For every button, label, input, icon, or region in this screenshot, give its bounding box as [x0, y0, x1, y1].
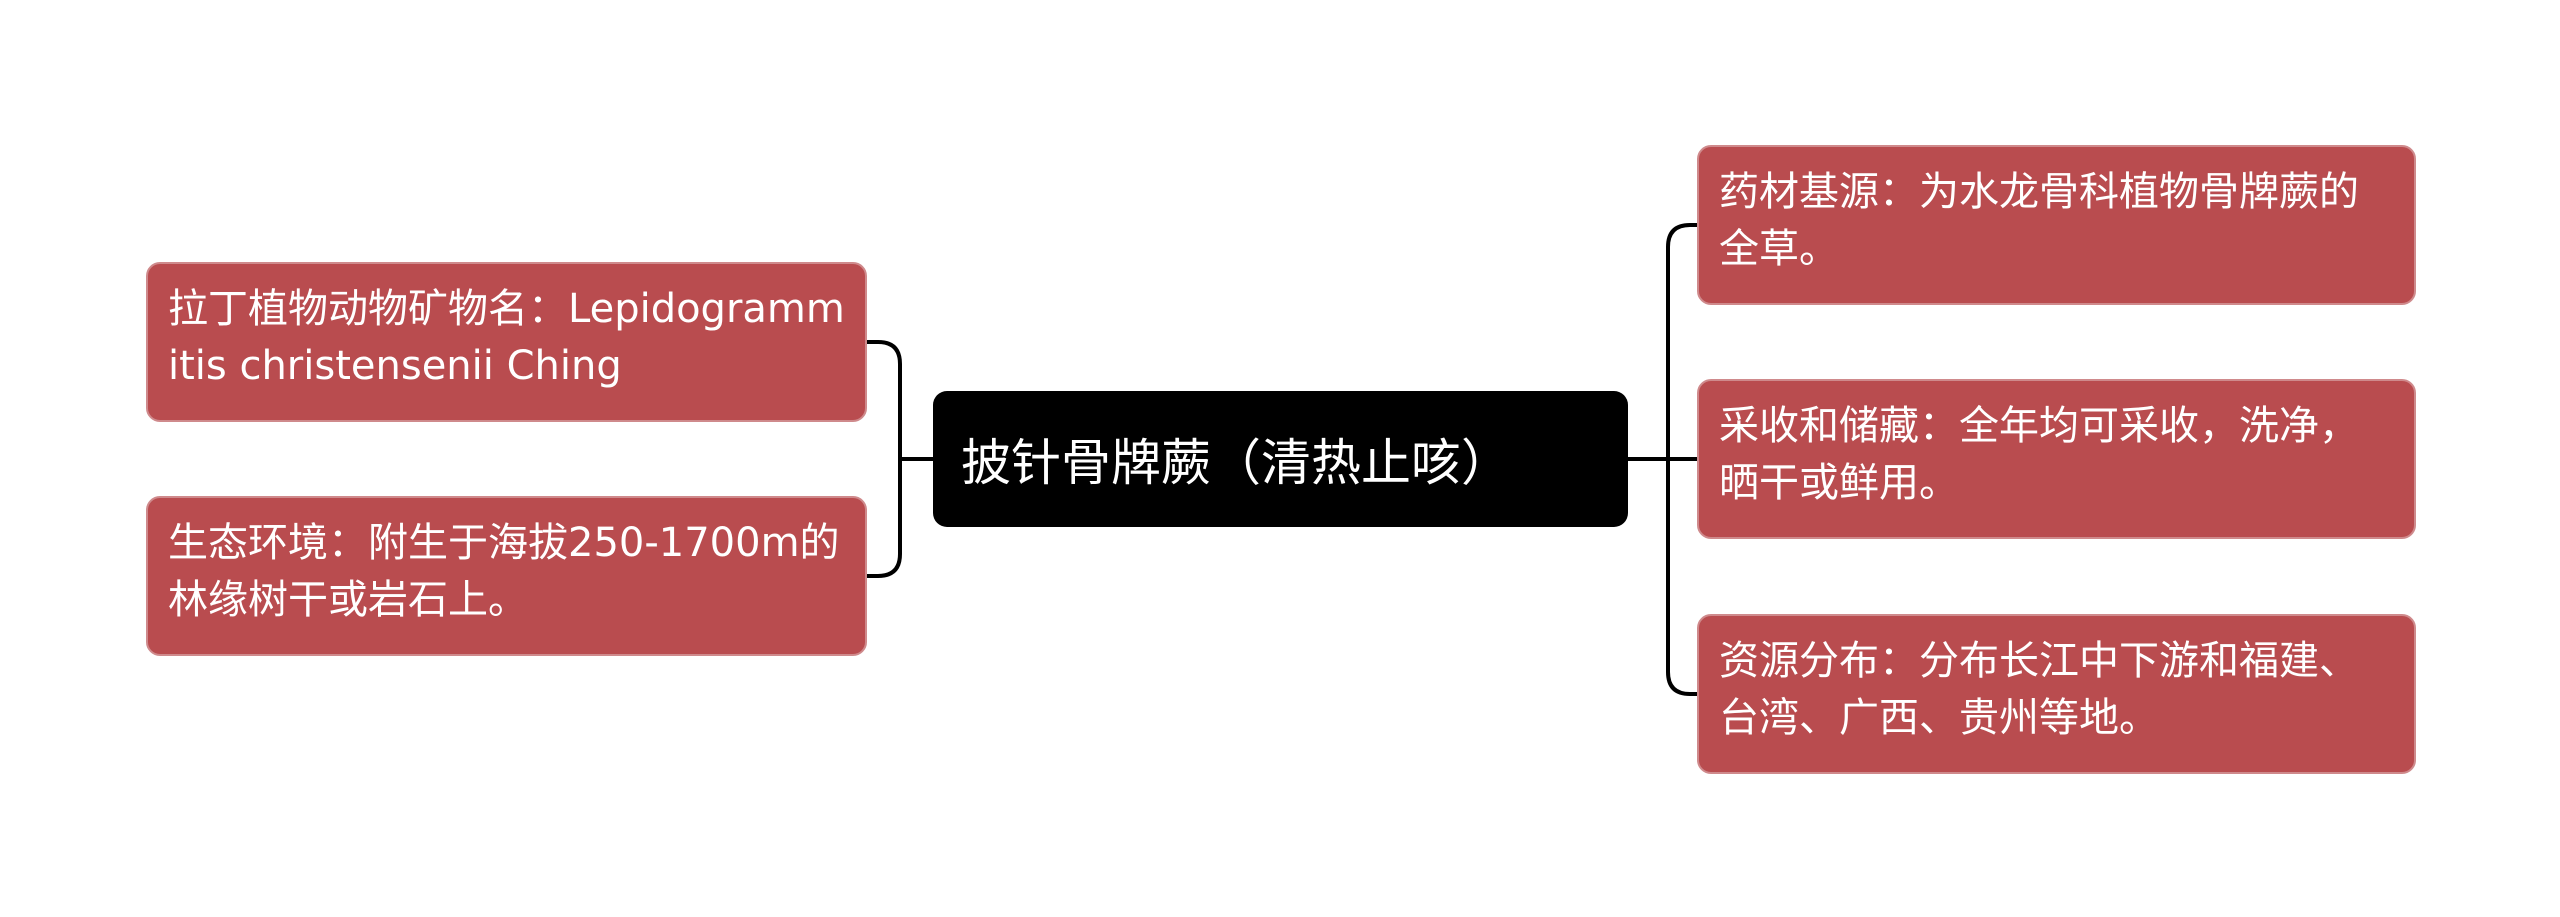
- connector-left-branch-1: [865, 340, 902, 461]
- left-branch-latin-name-label: 拉丁植物动物矿物名：Lepidogrammitis christensenii …: [168, 286, 845, 389]
- connector-right-branch-1: [1666, 223, 1699, 461]
- root-topic[interactable]: 披针骨牌蕨（清热止咳）: [933, 391, 1628, 527]
- connector-right-branch-3: [1666, 457, 1699, 696]
- connector-left-branch-2: [865, 457, 902, 578]
- left-branch-habitat-label: 生态环境：附生于海拔250-1700m的林缘树干或岩石上。: [168, 520, 840, 623]
- right-branch-harvest-label: 采收和储藏：全年均可采收，洗净，晒干或鲜用。: [1719, 403, 2359, 506]
- right-branch-harvest[interactable]: 采收和储藏：全年均可采收，洗净，晒干或鲜用。: [1697, 379, 2416, 539]
- right-branch-distribution[interactable]: 资源分布：分布长江中下游和福建、台湾、广西、贵州等地。: [1697, 614, 2416, 774]
- root-topic-label: 披针骨牌蕨（清热止咳）: [961, 434, 1511, 492]
- left-branch-habitat[interactable]: 生态环境：附生于海拔250-1700m的林缘树干或岩石上。: [146, 496, 867, 656]
- right-branch-distribution-label: 资源分布：分布长江中下游和福建、台湾、广西、贵州等地。: [1719, 638, 2359, 741]
- left-branch-latin-name[interactable]: 拉丁植物动物矿物名：Lepidogrammitis christensenii …: [146, 262, 867, 422]
- right-branch-source[interactable]: 药材基源：为水龙骨科植物骨牌蕨的全草。: [1697, 145, 2416, 305]
- right-branch-source-label: 药材基源：为水龙骨科植物骨牌蕨的全草。: [1719, 169, 2359, 272]
